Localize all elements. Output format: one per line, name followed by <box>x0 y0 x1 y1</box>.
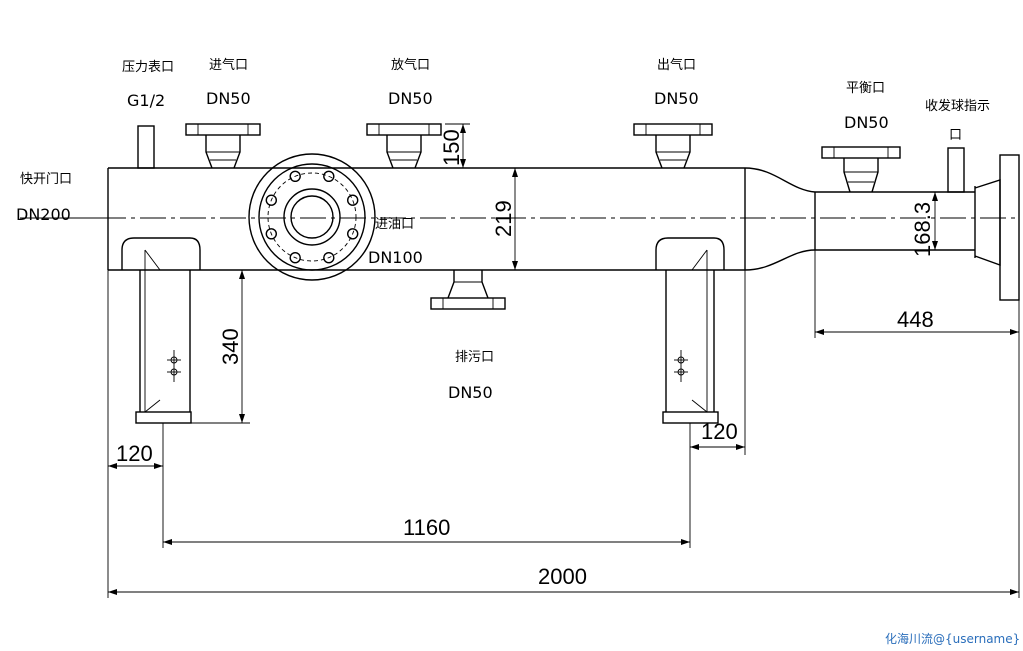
dim-219: 219 <box>491 200 516 237</box>
dimension-arrowhead <box>163 539 172 545</box>
watermark: 化海川流@{username} <box>885 631 1020 646</box>
label-gas-outlet: 出气口 <box>657 57 696 73</box>
label-pressure-gauge-size: G1/2 <box>127 91 165 110</box>
dimension-arrowhead <box>1010 329 1019 335</box>
dimension-arrowhead <box>154 463 163 469</box>
label-balance: 平衡口 <box>846 81 885 96</box>
bolt-hole <box>323 252 335 264</box>
dimension-arrowhead <box>690 444 699 450</box>
bolt-hole <box>265 228 277 240</box>
label-gas-inlet-size: DN50 <box>206 89 251 108</box>
dimension-arrows <box>108 124 1019 595</box>
dimension-arrowhead <box>736 444 745 450</box>
label-quick-door: 快开门口 <box>20 172 72 187</box>
label-gas-inlet: 进气口 <box>209 57 248 73</box>
dimension-arrowhead <box>681 539 690 545</box>
dimension-lines <box>107 123 1020 598</box>
dimension-arrowhead <box>512 168 518 177</box>
label-drain-size: DN50 <box>448 383 493 402</box>
dimension-arrowhead <box>512 261 518 270</box>
label-oil-inlet-size: DN100 <box>368 248 423 267</box>
label-vent: 放气口 <box>391 57 430 73</box>
dim-2000: 2000 <box>538 564 587 589</box>
main-vessel <box>107 167 816 271</box>
dimension-arrowhead <box>932 192 938 201</box>
dim-168: 168.3 <box>910 202 935 257</box>
dimension-arrowhead <box>815 329 824 335</box>
support-left <box>121 237 201 424</box>
drain-nozzle <box>430 270 506 310</box>
dim-340: 340 <box>218 328 243 365</box>
bolt-hole <box>289 170 301 183</box>
dimension-arrowhead <box>108 589 117 595</box>
label-oil-inlet: 进油口 <box>375 217 414 232</box>
oil-inlet-flange <box>248 153 376 281</box>
receiver-barrel <box>814 154 1020 301</box>
dim-120-left: 120 <box>116 441 153 466</box>
label-ball-indicator-suffix: 口 <box>949 128 962 143</box>
dim-150: 150 <box>439 129 464 166</box>
vent-nozzle <box>366 123 442 169</box>
support-right <box>655 237 725 424</box>
dimension-arrowhead <box>108 463 117 469</box>
dim-448: 448 <box>897 307 934 332</box>
dim-1160: 1160 <box>403 515 450 540</box>
label-pressure-gauge: 压力表口 <box>122 60 174 75</box>
dimension-arrowhead <box>932 241 938 250</box>
pressure-gauge-nozzle <box>137 125 155 169</box>
label-drain: 排污口 <box>455 350 494 365</box>
label-balance-size: DN50 <box>844 113 889 132</box>
dim-120-right: 120 <box>701 419 738 444</box>
label-quick-door-size: DN200 <box>16 205 71 224</box>
bolt-hole <box>289 252 301 264</box>
bolt-hole <box>347 228 359 240</box>
balance-nozzle <box>821 146 901 193</box>
dimension-arrowhead <box>1010 589 1019 595</box>
dimension-arrowhead <box>239 414 245 423</box>
label-ball-indicator: 收发球指示 <box>925 98 990 114</box>
label-vent-size: DN50 <box>388 89 433 108</box>
label-gas-outlet-size: DN50 <box>654 89 699 108</box>
dimension-arrowhead <box>460 159 466 168</box>
bolt-hole <box>323 170 335 183</box>
dimension-arrowhead <box>239 270 245 279</box>
gas-inlet-nozzle <box>185 123 261 169</box>
dimension-arrowhead <box>460 124 466 133</box>
bolt-hole <box>265 194 277 206</box>
gas-outlet-nozzle <box>633 123 713 169</box>
ball-indicator-nozzle <box>947 147 965 193</box>
bolt-hole <box>347 194 359 206</box>
